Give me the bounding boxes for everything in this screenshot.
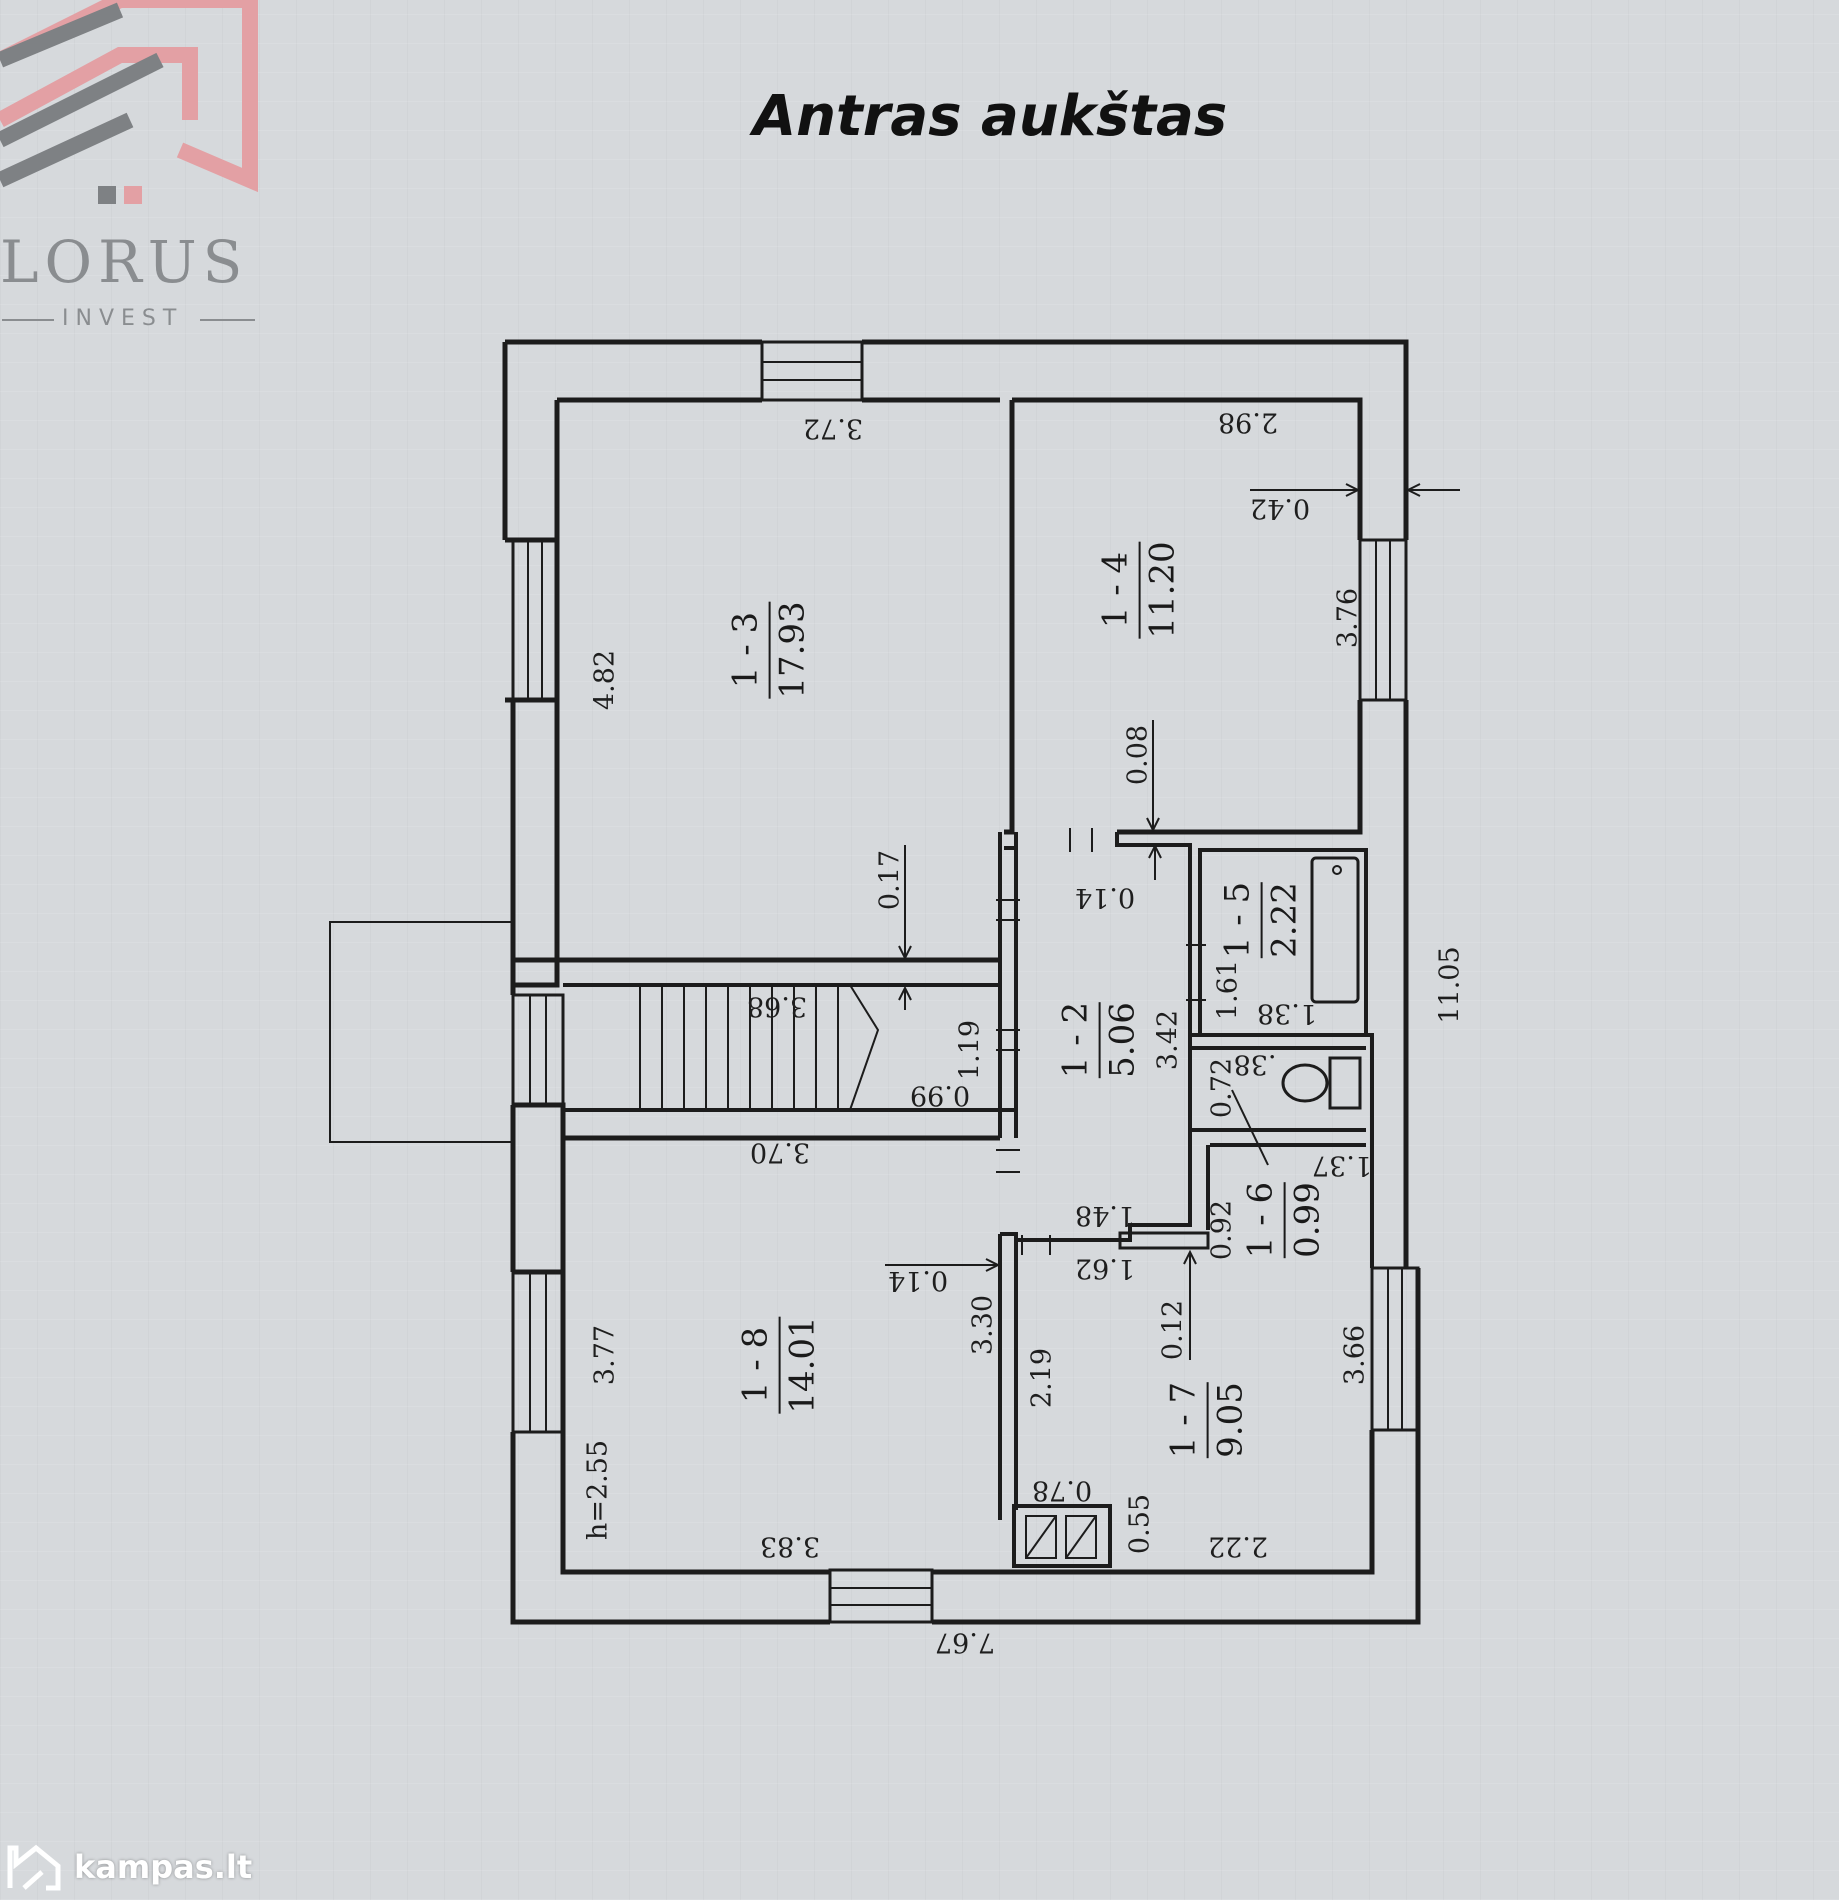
room-area: 17.93 xyxy=(769,601,813,699)
dim-label: 3.42 xyxy=(1152,1009,1184,1071)
dim-label: 0.14 xyxy=(1074,881,1136,913)
dim-label: 1.19 xyxy=(954,1019,986,1081)
dim-label: 0.12 xyxy=(1157,1299,1189,1361)
window-left-upper xyxy=(511,538,559,702)
room-label-1-4: 1 - 4 11.20 xyxy=(1095,541,1183,639)
dim-label: 7.67 xyxy=(934,1626,996,1658)
room-area: 2.22 xyxy=(1261,881,1305,959)
dim-label: .38 xyxy=(1233,1048,1277,1080)
dim-label: 1.62 xyxy=(1074,1252,1136,1284)
room-area: 9.05 xyxy=(1207,1381,1251,1459)
room-id: 1 - 3 xyxy=(725,611,766,689)
dim-label: 1.61 xyxy=(1212,959,1244,1021)
window-right-lower xyxy=(1370,1266,1420,1432)
dim-label: 0.99 xyxy=(909,1079,971,1111)
dim-label: 11.05 xyxy=(1434,946,1466,1024)
room-id: 1 - 4 xyxy=(1095,551,1136,629)
room-label-1-5: 1 - 5 2.22 xyxy=(1217,881,1305,959)
bathtub xyxy=(1310,856,1360,1004)
watermark: kampas.lt xyxy=(6,1842,252,1892)
inner-outline xyxy=(554,397,1363,963)
dim-label: 1.48 xyxy=(1074,1199,1136,1231)
dim-label: 0.14 xyxy=(887,1264,949,1296)
logo-name: LORUS xyxy=(0,228,249,296)
dim-label: 0.78 xyxy=(1031,1474,1093,1506)
room-id: 1 - 5 xyxy=(1217,881,1258,959)
dim-label: 0.72 xyxy=(1206,1057,1238,1119)
dim-label: 3.70 xyxy=(749,1136,811,1168)
room-id: 1 - 8 xyxy=(735,1326,776,1404)
dim-label: 0.92 xyxy=(1206,1199,1238,1261)
dim-label: 3.72 xyxy=(802,412,864,444)
dim-label: 2.19 xyxy=(1026,1347,1058,1409)
dim-label: 2.22 xyxy=(1207,1530,1269,1562)
dim-label: 3.83 xyxy=(759,1530,821,1562)
stairs xyxy=(639,984,880,1111)
house-icon xyxy=(7,1844,61,1891)
dim-label: 1.38 xyxy=(1256,997,1318,1029)
dim-label: h=2.55 xyxy=(582,1439,614,1541)
dim-label: 3.66 xyxy=(1339,1324,1371,1386)
dim-label: 0.42 xyxy=(1249,492,1311,524)
window-right-upper xyxy=(1358,538,1408,702)
partition-1-2-left xyxy=(998,832,1018,1110)
room-label-1-2: 1 - 2 5.06 xyxy=(1055,1001,1143,1079)
dim-label: 3.68 xyxy=(746,990,808,1022)
room-id: 1 - 2 xyxy=(1055,1001,1096,1079)
outer-wall xyxy=(502,339,1421,1625)
partition-stairs-1-8 xyxy=(563,1108,1018,1138)
room-id: 1 - 7 xyxy=(1163,1381,1204,1459)
window-left-lower xyxy=(511,1270,565,1434)
window-bottom xyxy=(828,1568,934,1624)
room-area: 5.06 xyxy=(1099,1001,1143,1079)
watermark-text: kampas.lt xyxy=(74,1848,253,1886)
dim-label: 1.37 xyxy=(1311,1149,1373,1181)
toilet-tank xyxy=(1328,1056,1362,1110)
logo-mark xyxy=(0,0,258,321)
room-area: 0.99 xyxy=(1284,1181,1328,1259)
window-left-mid xyxy=(511,993,565,1107)
dim-label: 3.76 xyxy=(1332,587,1364,649)
partition-1-7-left xyxy=(998,1234,1018,1520)
balcony xyxy=(329,921,513,1143)
dim-label: 3.77 xyxy=(589,1324,621,1386)
room-id: 1 - 6 xyxy=(1240,1181,1281,1259)
dim-label: 0.17 xyxy=(874,849,906,911)
window-top xyxy=(760,340,864,402)
toilet-bowl xyxy=(1281,1063,1329,1103)
dim-label: 0.55 xyxy=(1124,1493,1156,1555)
partition-1-4-bottom xyxy=(1000,832,1192,1242)
dim-label: 4.82 xyxy=(589,649,621,711)
dim-label: 0.08 xyxy=(1122,724,1154,786)
plan-title: Antras aukštas xyxy=(752,84,1228,149)
room-label-1-3: 1 - 3 17.93 xyxy=(725,601,813,699)
dim-label: 2.98 xyxy=(1217,406,1279,438)
room-area: 11.20 xyxy=(1139,541,1183,639)
logo-subtitle: INVEST xyxy=(62,306,184,331)
vent-shafts xyxy=(1012,1504,1112,1568)
room-area: 14.01 xyxy=(779,1316,823,1414)
room-label-1-7: 1 - 7 9.05 xyxy=(1163,1381,1251,1459)
dim-label: 3.30 xyxy=(967,1294,999,1356)
room-label-1-6: 1 - 6 0.99 xyxy=(1240,1181,1328,1259)
room-label-1-8: 1 - 8 14.01 xyxy=(735,1316,823,1414)
